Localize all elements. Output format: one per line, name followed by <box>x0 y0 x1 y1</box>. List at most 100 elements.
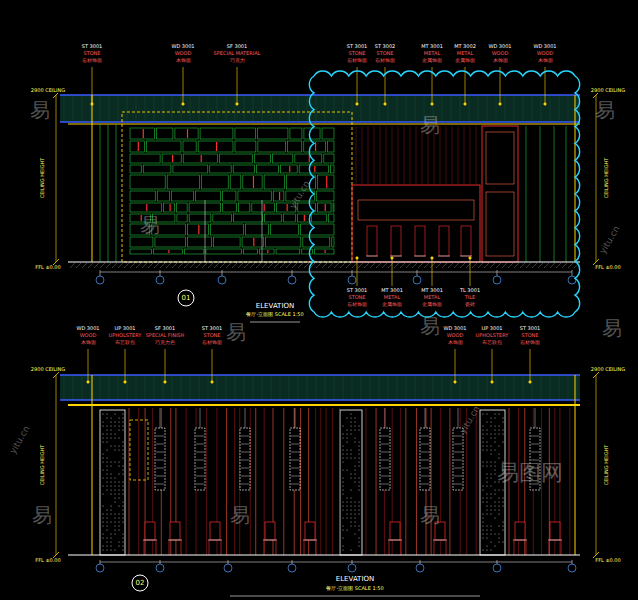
stone-texture <box>487 414 488 415</box>
stone-texture <box>495 502 496 503</box>
stone-texture <box>107 438 108 439</box>
chair-leg <box>401 540 402 555</box>
material-code: MT 3002 <box>453 44 477 49</box>
view-title: ELEVATION <box>335 576 375 583</box>
stone-texture <box>483 522 484 523</box>
stone-texture <box>347 458 348 459</box>
wall-line <box>366 408 367 555</box>
stone-texture <box>343 510 344 511</box>
stone-texture <box>483 486 484 487</box>
leader-dot <box>211 381 213 383</box>
stone-texture <box>355 422 356 423</box>
stone-texture <box>103 478 104 479</box>
stone-texture <box>103 486 104 487</box>
chair-seat <box>263 540 277 541</box>
material-name: SPECIAL FINISH <box>145 333 186 338</box>
stone-texture <box>487 466 488 467</box>
cabinet-cell <box>223 203 237 212</box>
lamp-slat <box>531 444 539 445</box>
material-code: MT 3001 <box>380 288 404 293</box>
stone-texture <box>115 438 116 439</box>
stone-texture <box>107 514 108 515</box>
stone-texture <box>503 502 504 503</box>
floor-hatch <box>250 263 255 268</box>
floor-hatch <box>544 263 549 268</box>
leader-line <box>530 349 531 382</box>
stone-texture <box>351 422 352 423</box>
ceiling-hatch <box>127 96 128 121</box>
stone-texture <box>491 550 492 551</box>
stone-texture <box>347 502 348 503</box>
stone-texture <box>123 494 124 495</box>
stone-texture <box>347 450 348 451</box>
stone-texture <box>115 514 116 515</box>
lamp-slat <box>196 476 204 477</box>
stone-texture <box>491 530 492 531</box>
ceiling-hatch <box>244 96 245 121</box>
ceiling-hatch <box>370 376 371 399</box>
stone-texture <box>123 534 124 535</box>
floor-hatch <box>82 263 87 268</box>
stone-texture <box>483 526 484 527</box>
material-name-cn: 石材饰面 <box>519 340 541 345</box>
stone-texture <box>343 494 344 495</box>
stone-texture <box>123 414 124 415</box>
cabinet-cell <box>214 237 241 247</box>
stone-texture <box>111 522 112 523</box>
stone-texture <box>107 478 108 479</box>
material-name: SPECIAL MATERIAL <box>213 51 262 56</box>
ceiling-hatch <box>316 96 317 121</box>
lamp-slat <box>241 468 249 469</box>
ceiling-hatch <box>487 376 488 399</box>
ceiling-hatch <box>559 96 560 121</box>
stone-texture <box>119 450 120 451</box>
floor-hatch <box>460 263 465 268</box>
axis-leader <box>417 270 418 276</box>
stone-texture <box>483 438 484 439</box>
floor-hatch <box>286 263 291 268</box>
cabinet-cell <box>246 224 269 235</box>
ceiling-hatch <box>406 96 407 121</box>
stone-texture <box>107 550 108 551</box>
stone-texture <box>355 506 356 507</box>
wall-line <box>449 408 450 555</box>
floor-hatch <box>322 263 327 268</box>
stone-texture <box>495 482 496 483</box>
material-name: WOOD <box>536 51 555 56</box>
stone-texture <box>123 454 124 455</box>
revision-cloud <box>309 71 579 317</box>
ceiling-hatch <box>253 376 254 399</box>
stone-texture <box>111 462 112 463</box>
title-underline <box>250 322 300 323</box>
material-name-cn: 石材饰面 <box>81 58 103 63</box>
ceiling-hatch <box>433 376 434 399</box>
stone-texture <box>123 486 124 487</box>
wall-line <box>326 408 327 555</box>
watermark: 易 <box>30 100 50 120</box>
wall-line <box>186 408 187 555</box>
stone-texture <box>491 514 492 515</box>
floor-hatch <box>178 263 183 268</box>
view-number-bubble: 02 <box>131 574 149 592</box>
stone-texture <box>343 450 344 451</box>
ceiling-hatch <box>451 96 452 121</box>
leader-dot <box>124 381 126 383</box>
material-name: UPHOLSTERY <box>475 333 510 338</box>
panel-line <box>464 126 465 184</box>
cabinet-cell <box>266 237 301 247</box>
stone-texture <box>115 518 116 519</box>
lamp-slat <box>291 484 299 485</box>
axis-bubble <box>156 564 164 572</box>
stone-texture <box>359 546 360 547</box>
ceiling-hatch <box>208 376 209 399</box>
stone-texture <box>499 434 500 435</box>
stone-texture <box>111 474 112 475</box>
lamp-slat <box>381 460 389 461</box>
pendant-lamp <box>453 428 463 490</box>
floor-hatch <box>364 263 369 268</box>
stone-texture <box>111 482 112 483</box>
dimension-line <box>100 272 572 273</box>
ceiling-hatch <box>523 376 524 399</box>
stone-texture <box>491 450 492 451</box>
cabinet-accent <box>267 250 268 253</box>
